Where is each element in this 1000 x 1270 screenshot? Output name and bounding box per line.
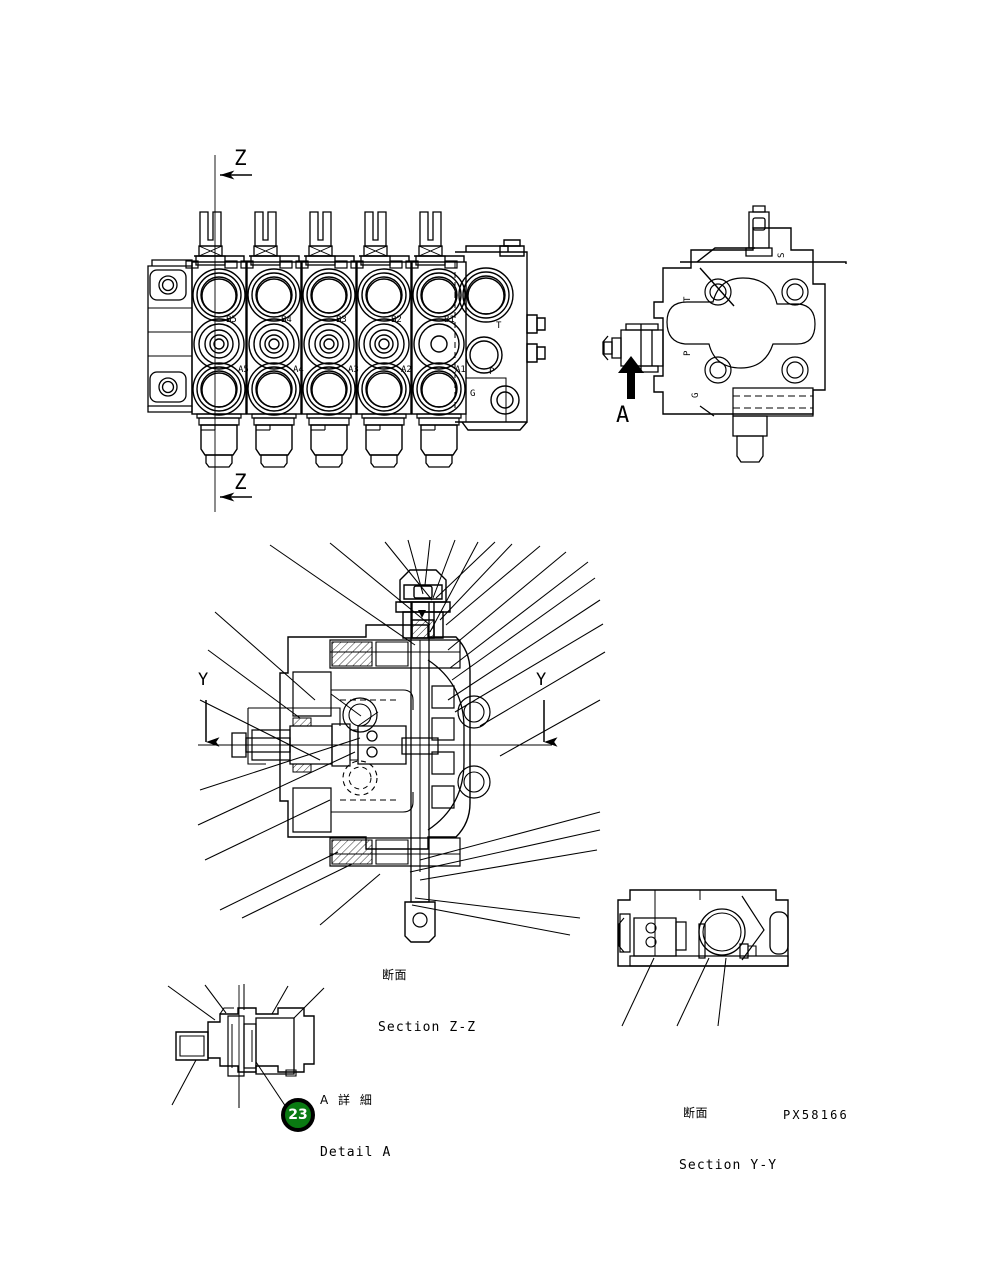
port-label-a1: A1: [455, 365, 466, 375]
inlet-end-plate: [147, 259, 193, 413]
port-label-b4: B4: [281, 315, 292, 325]
adjusting-screw-assembly: [231, 693, 407, 773]
caption-section-yy: 断面 Section Y-Y: [679, 1068, 777, 1211]
section-zz-view: [197, 539, 606, 943]
caption-detail-a-en: Detail A: [320, 1144, 392, 1160]
port-label-a3: A3: [348, 365, 359, 375]
detail-a-leader-lines: [167, 984, 325, 1111]
port-label-b5: B5: [226, 315, 237, 325]
side-port-label-s: S: [777, 252, 787, 258]
page-number-badge: 23: [281, 1098, 315, 1132]
port-label-b3: B3: [336, 315, 347, 325]
caption-section-yy-jp: 断面: [683, 1105, 709, 1120]
port-label-b2: B2: [391, 315, 402, 325]
side-port-label-t: T: [683, 296, 693, 302]
caption-section-zz-en: Section Z-Z: [378, 1019, 477, 1035]
valve-body-cross-section: [279, 601, 491, 943]
caption-section-zz: 断面 Section Z-Z: [378, 930, 476, 1073]
section-yy-view: [617, 889, 789, 1027]
drawing-code: PX58166: [783, 1108, 849, 1122]
caption-detail-a-jp: A 詳 細: [320, 1092, 375, 1107]
valve-section-5: [411, 255, 467, 468]
detail-a-view: [167, 984, 325, 1111]
port-label-end-g: G: [470, 389, 476, 399]
port-label-a2: A2: [401, 365, 412, 375]
caption-section-yy-en: Section Y-Y: [679, 1157, 778, 1173]
port-label-a4: A4: [293, 365, 304, 375]
valve-section-4: [356, 255, 412, 468]
section-marker-label-y-left: Y: [198, 670, 209, 690]
view-direction-arrow-a: [618, 356, 644, 399]
port-label-end-t: T: [496, 321, 502, 331]
valve-side-view: [602, 205, 847, 463]
section-marker-label-y-right: Y: [536, 670, 547, 690]
valve-section-group: [191, 255, 467, 468]
caption-detail-a: A 詳 細 Detail A: [320, 1055, 391, 1198]
side-port-label-g: G: [691, 392, 701, 398]
section-yy-leader-lines: [621, 957, 727, 1027]
view-arrow-label-a: A: [616, 403, 630, 428]
section-marker-label-z-bottom: Z: [234, 470, 247, 494]
port-label-a5: A5: [238, 365, 249, 375]
spool-fork-ends: [185, 211, 458, 269]
valve-section-1: [191, 255, 247, 468]
section-zz-leader-lines: [197, 539, 606, 936]
caption-section-zz-jp: 断面: [382, 967, 408, 982]
port-label-end-p: P: [489, 367, 495, 377]
port-label-b1: B1: [444, 315, 455, 325]
valve-section-2: [246, 255, 302, 468]
side-port-label-p: P: [683, 350, 693, 356]
outlet-end-block: [454, 239, 546, 431]
valve-section-3: [301, 255, 357, 468]
main-valve-plan-view: [147, 155, 546, 512]
section-marker-label-z-top: Z: [234, 146, 247, 170]
